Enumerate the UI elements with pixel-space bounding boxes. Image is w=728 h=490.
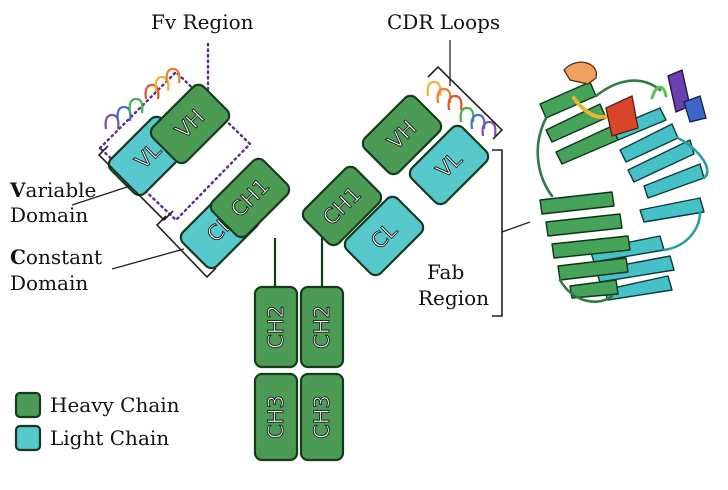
fab-line1: Fab bbox=[427, 260, 464, 284]
fab-region-bracket bbox=[492, 149, 531, 317]
variable-domain-word: Domain bbox=[10, 203, 88, 227]
svg-text:Variable: Variable bbox=[9, 178, 96, 202]
constant-domain-label: Constant Domain bbox=[10, 245, 102, 295]
right-fab-arm: VH VL CH1 CL bbox=[301, 80, 497, 277]
cdr-loops-bracket bbox=[427, 40, 504, 140]
legend-light-label: Light Chain bbox=[50, 426, 169, 450]
legend-light-chain: Light Chain bbox=[14, 424, 169, 452]
fv-region-label: Fv Region bbox=[151, 10, 254, 34]
variable-domain-label: Variable Domain bbox=[9, 178, 96, 227]
legend-light-swatch bbox=[14, 424, 42, 452]
right-ch2-label: CH2 bbox=[310, 305, 334, 349]
cdr-loops-label: CDR Loops bbox=[387, 10, 500, 34]
variable-domain-bracket bbox=[71, 145, 174, 222]
legend-heavy-chain: Heavy Chain bbox=[14, 391, 180, 419]
fab-ribbon-structure-icon bbox=[536, 61, 709, 303]
left-fab-arm: VL VH CL CH1 bbox=[104, 67, 291, 270]
right-vl-domain: VL bbox=[408, 124, 490, 206]
left-vh-domain: VH bbox=[149, 83, 231, 165]
left-ch3-domain: CH3 bbox=[253, 372, 299, 462]
constant-domain-bracket bbox=[111, 215, 217, 279]
left-ch2-domain: CH2 bbox=[253, 285, 299, 369]
fab-region-label: Fab Region bbox=[418, 260, 489, 310]
legend-heavy-label: Heavy Chain bbox=[50, 393, 180, 417]
right-ch3-label: CH3 bbox=[310, 395, 334, 439]
constant-rest: onstant bbox=[26, 245, 102, 269]
right-ch2-domain: CH2 bbox=[299, 285, 345, 369]
right-cl-domain: CL bbox=[343, 195, 425, 277]
variable-rest: ariable bbox=[26, 178, 97, 202]
right-ch1-domain: CH1 bbox=[301, 165, 383, 247]
right-vh-domain: VH bbox=[361, 94, 443, 176]
fab-line2: Region bbox=[418, 286, 489, 310]
left-ch3-label: CH3 bbox=[264, 395, 288, 439]
legend: Heavy Chain Light Chain bbox=[14, 391, 180, 452]
svg-text:Constant: Constant bbox=[10, 245, 102, 269]
left-ch1-domain: CH1 bbox=[209, 157, 291, 239]
legend-heavy-swatch bbox=[14, 391, 42, 419]
left-cdr-loops bbox=[104, 67, 181, 130]
left-ch2-label: CH2 bbox=[264, 305, 288, 349]
variable-initial: V bbox=[9, 178, 26, 202]
constant-initial: C bbox=[10, 245, 26, 269]
constant-domain-word: Domain bbox=[10, 271, 88, 295]
right-cdr-loops bbox=[426, 80, 497, 137]
fc-region: CH2 CH2 CH3 CH3 bbox=[253, 285, 345, 462]
right-ch3-domain: CH3 bbox=[299, 372, 345, 462]
